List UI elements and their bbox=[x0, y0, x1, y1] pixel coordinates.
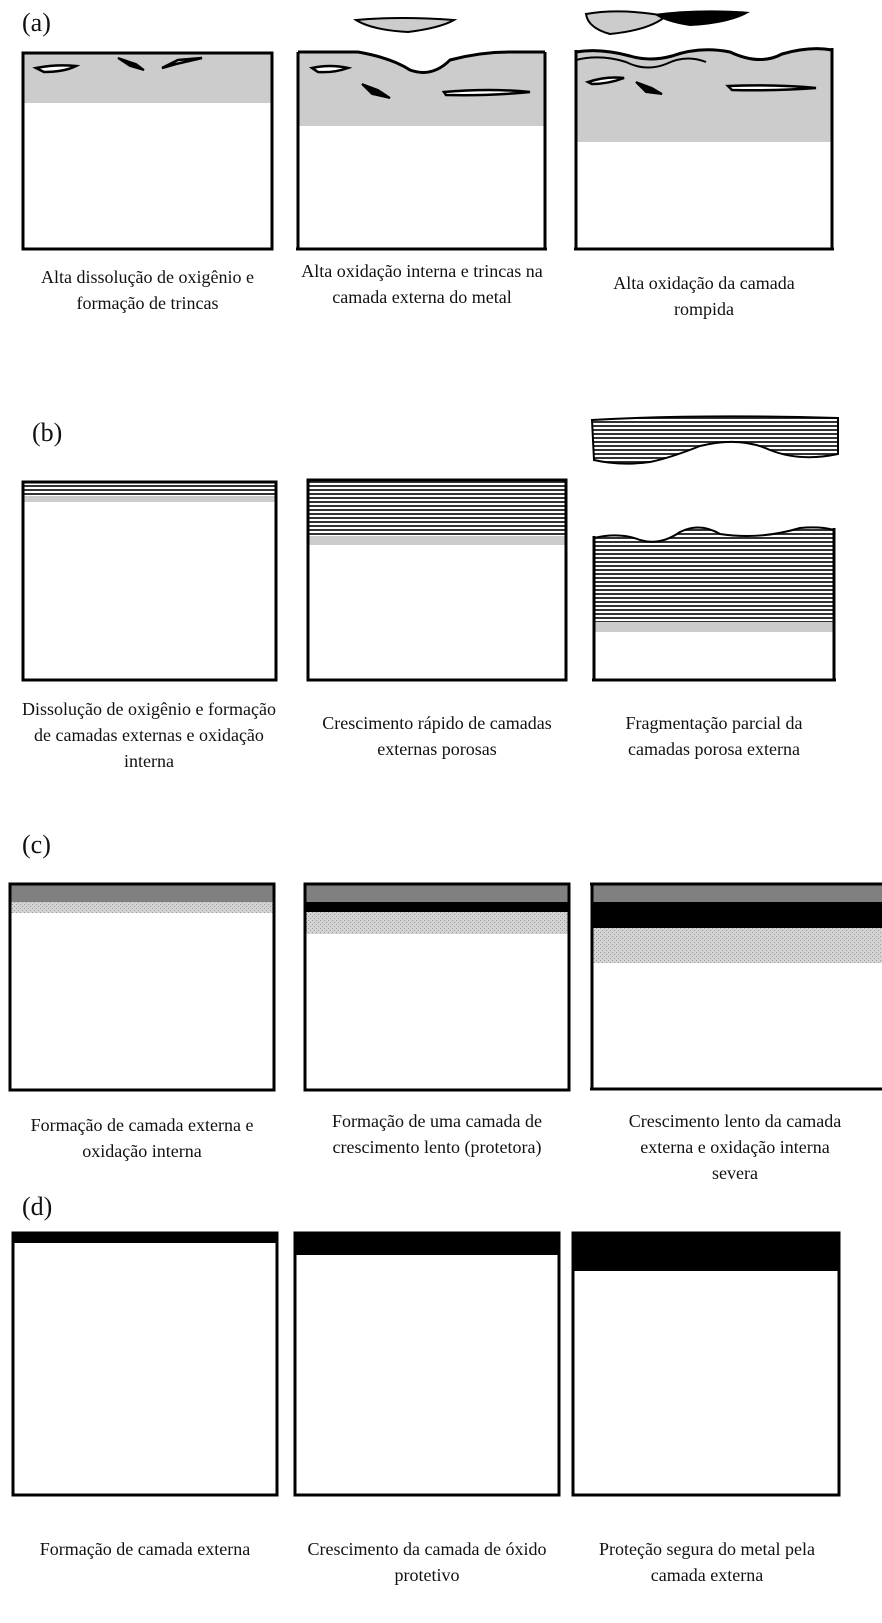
caption-b-1: Dissolução de oxigênio e formação de cam… bbox=[22, 699, 276, 771]
panel-c-box-1 bbox=[8, 882, 276, 1092]
panel-b-label: (b) bbox=[32, 418, 63, 447]
caption-d-1: Formação de camada externa bbox=[39, 1539, 251, 1559]
panel-c-box-3 bbox=[590, 882, 882, 1091]
caption-a-2: Alta oxidação interna e trincas na camad… bbox=[301, 261, 543, 307]
panel-d-label: (d) bbox=[22, 1192, 53, 1221]
caption-a-1: Alta dissolução de oxigênio e formação d… bbox=[41, 267, 254, 313]
caption-b-2: Crescimento rápido de camadas externas p… bbox=[322, 713, 552, 759]
panel-a-box-3 bbox=[574, 10, 834, 251]
caption-c-3: Crescimento lento da camada externa e ox… bbox=[628, 1111, 842, 1183]
panel-b-box-3 bbox=[590, 415, 839, 682]
panel-d-box-3 bbox=[571, 1231, 841, 1497]
caption-c-1: Formação de camada externa e oxidação in… bbox=[30, 1115, 254, 1161]
panel-a-box-1 bbox=[21, 51, 274, 251]
caption-a-3: Alta oxidação da camada rompida bbox=[613, 273, 795, 319]
panel-a-label: (a) bbox=[22, 8, 51, 37]
caption-b-3: Fragmentação parcial da camadas porosa e… bbox=[625, 713, 803, 759]
panel-b-box-1 bbox=[21, 480, 278, 682]
panel-a-box-2 bbox=[296, 17, 547, 251]
panel-c-box-2 bbox=[303, 882, 571, 1092]
caption-c-2: Formação de uma camada de crescimento le… bbox=[332, 1111, 542, 1157]
panel-b-box-2 bbox=[306, 478, 568, 682]
caption-d-2: Crescimento da camada de óxido protetivo bbox=[307, 1539, 547, 1585]
panel-c-label: (c) bbox=[22, 830, 51, 859]
panel-d-box-1 bbox=[11, 1231, 279, 1497]
panel-d-box-2 bbox=[293, 1231, 561, 1497]
caption-d-3: Proteção segura do metal pela camada ext… bbox=[599, 1539, 815, 1585]
